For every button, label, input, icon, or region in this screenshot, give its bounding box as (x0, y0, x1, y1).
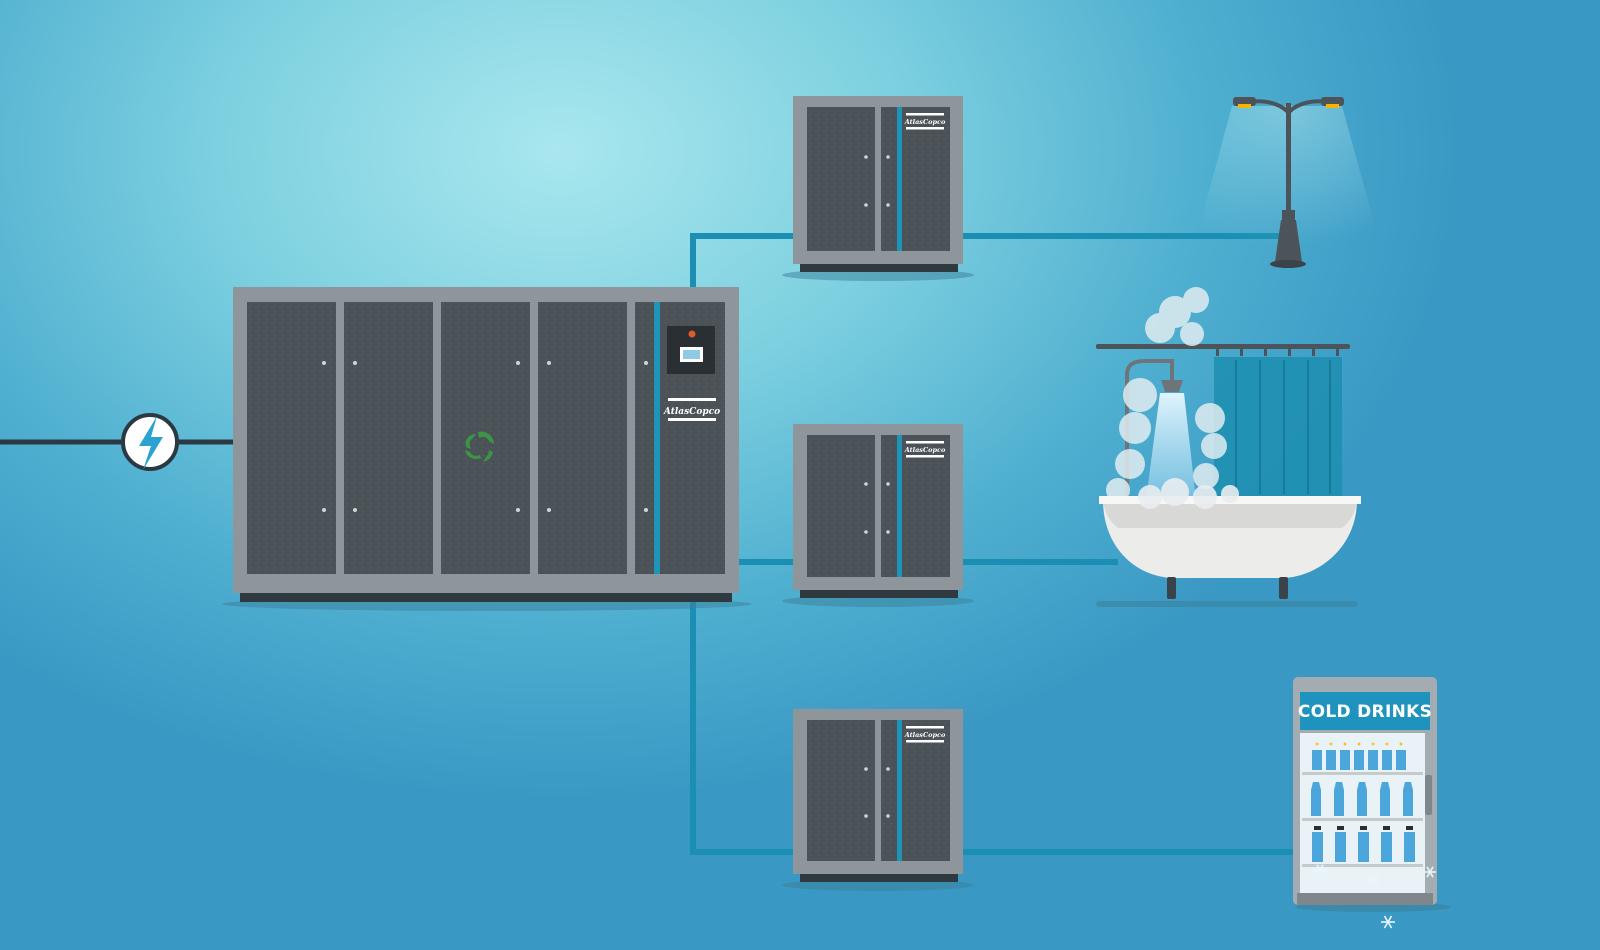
compressor-middle: AtlasCopco (782, 424, 974, 607)
main-panels (247, 302, 725, 574)
street-lamp-icon (1190, 97, 1385, 268)
svg-text:AtlasCopco: AtlasCopco (663, 407, 720, 417)
brand-logo-top: AtlasCopco (904, 113, 946, 130)
main-compressor: AtlasCopco (222, 287, 752, 611)
compressor-top: AtlasCopco (782, 96, 974, 281)
cold-drinks-fridge-icon: COLD DRINKS (1293, 677, 1451, 929)
bottle-row-middle (1311, 782, 1413, 816)
pipe-to-bottom-unit (690, 600, 795, 855)
shower-icon (1125, 359, 1196, 525)
pipe-to-top-unit (690, 233, 795, 290)
svg-text:AtlasCopco: AtlasCopco (904, 118, 946, 126)
control-display (667, 326, 715, 374)
steam-clouds (1106, 287, 1227, 502)
bathtub-shower-icon (1096, 287, 1361, 607)
svg-text:AtlasCopco: AtlasCopco (904, 731, 946, 739)
compressor-bottom: AtlasCopco (782, 709, 974, 891)
fridge-label: COLD DRINKS (1298, 702, 1432, 722)
brand-logo-bottom: AtlasCopco (904, 726, 946, 743)
brand-logo-main: AtlasCopco (663, 398, 720, 421)
svg-text:AtlasCopco: AtlasCopco (904, 446, 946, 454)
brand-logo-middle: AtlasCopco (904, 441, 946, 458)
snowflake-icon (1314, 864, 1436, 929)
bottle-row-bottom (1312, 832, 1415, 862)
recycle-icon (465, 431, 494, 462)
bottle-row-top (1312, 750, 1406, 770)
power-bolt-icon (121, 413, 179, 471)
